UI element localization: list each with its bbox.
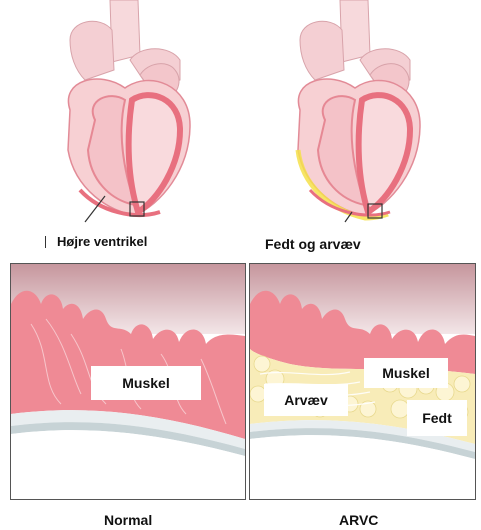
scar-tissue-label: Arvæv — [264, 384, 348, 416]
normal-heart-illustration — [40, 0, 220, 230]
muscle-label-normal: Muskel — [91, 366, 201, 400]
normal-tissue-panel: Muskel — [10, 263, 246, 500]
arvc-caption: ARVC — [339, 512, 378, 528]
muscle-label-arvc: Muskel — [364, 358, 448, 388]
arvc-heart-illustration — [270, 0, 450, 230]
right-ventricle-label: Højre ventrikel — [57, 234, 147, 249]
arvc-tissue-panel: Muskel Arvæv Fedt — [249, 263, 476, 500]
normal-caption: Normal — [104, 512, 152, 528]
fat-label: Fedt — [407, 400, 467, 436]
tick-mark — [45, 236, 46, 248]
fat-and-scar-label: Fedt og arvæv — [265, 236, 361, 252]
